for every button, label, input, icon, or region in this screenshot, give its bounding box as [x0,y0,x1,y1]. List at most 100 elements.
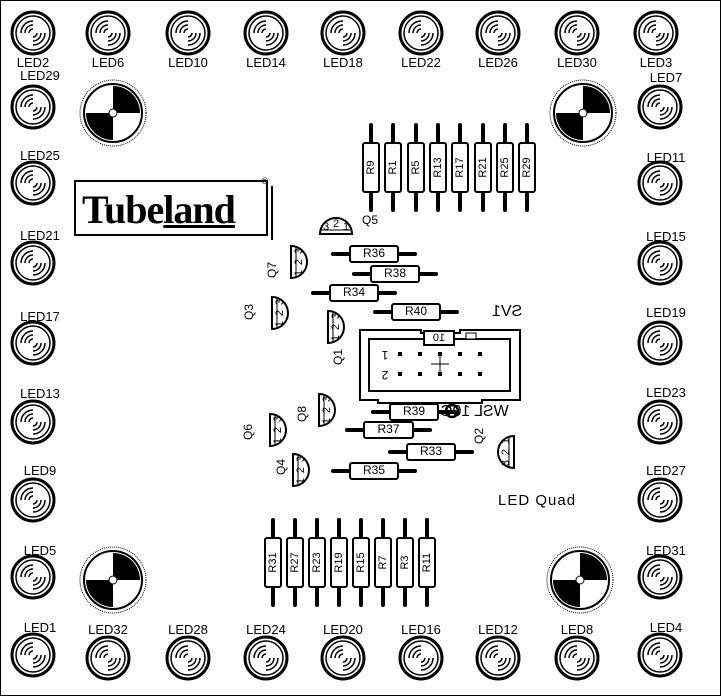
led-arc [564,20,578,34]
led-arc [651,413,661,423]
led-arc [655,495,661,501]
led-icon [243,10,289,56]
led-arc [95,20,109,34]
led-label-led20: LED20 [323,622,363,637]
transistor-body [292,452,310,488]
resistor-body [370,265,420,283]
led-icon [10,477,56,523]
led-arc [576,32,586,42]
led-label-led22: LED22 [401,55,441,70]
led-ring [15,482,51,518]
resistor-label: R29 [521,157,533,177]
LED12-footprint [475,635,521,681]
led-arc [32,262,42,272]
led-arc [28,650,34,656]
led-icon [10,10,56,56]
led-ring [170,15,206,51]
resistor-r23: R23 [308,518,326,607]
transistor-label: Q6 [241,424,255,440]
led-arc [655,178,661,184]
led-arc [489,24,499,34]
resistor-r3: R3 [396,518,414,607]
resistor-r37: R37 [345,421,432,439]
transistor-label: Q7 [265,262,279,278]
led-label-led11: LED11 [646,150,686,165]
led-arc [651,334,661,344]
led-ring [325,640,361,676]
led-arc [32,262,38,268]
led-arc [265,32,279,46]
led-arc [420,32,426,38]
led-arc [24,568,34,578]
LED21-footprint [10,240,56,286]
mounting-hole [79,79,147,147]
led-arc [261,28,267,34]
led-arc [24,174,34,184]
LED3-footprint [633,10,679,56]
led-arc [655,417,661,423]
led-arc [32,576,46,590]
led-arc [564,645,578,659]
led-arc [32,342,38,348]
led-arc [107,657,121,671]
led-arc [659,262,665,268]
led-arc [655,338,661,344]
transistor-label: Q4 [274,459,288,475]
resistor-label: R1 [387,160,399,174]
led-arc [420,657,426,663]
led-arc [576,657,590,671]
pin-label: 1 [293,270,305,276]
pin-label: 2 [272,427,284,433]
resistor-r27: R27 [286,518,304,607]
led-arc [20,170,34,184]
LED5-footprint [10,554,56,600]
led-label-led18: LED18 [323,55,363,70]
resistor-body [391,303,441,321]
resistor-body [362,142,380,193]
led-arc [334,24,344,34]
led-ring [642,637,678,673]
led-arc [420,32,430,42]
led-arc [647,487,661,501]
pin-label: 3 [274,299,286,305]
resistor-body [384,142,402,193]
led-arc [655,650,661,656]
pin [398,372,402,376]
led-arc [659,262,669,272]
resistor-body [374,537,392,588]
led-ring [642,245,678,281]
led-ring [642,404,678,440]
led-label-led9: LED9 [23,463,57,478]
pin-label: 3 [272,416,284,422]
resistor-r11: R11 [418,518,436,607]
pin-label: 3 [323,221,329,233]
led-icon [637,84,683,130]
led-ring [480,15,516,51]
led-label-led6: LED6 [91,55,125,70]
LED32-footprint [85,635,131,681]
led-arc [32,342,42,352]
LED22-footprint [398,10,444,56]
led-icon [10,320,56,366]
resistor-r38: R38 [352,265,438,283]
hole-quadrant [113,553,140,580]
resistor-label: R5 [410,160,422,174]
led-icon [475,635,521,681]
led-arc [265,657,275,667]
transistor-label: Q3 [242,304,256,320]
led-arc [651,491,661,501]
led-arc [330,20,344,34]
led-arc [175,20,189,34]
resistor-r35: R35 [331,462,417,480]
mounting-hole [549,79,617,147]
led-arc [253,20,267,34]
led-arc [28,28,34,34]
led-arc [647,642,661,656]
led-arc [647,24,657,34]
led-arc [659,576,673,590]
transistor-body [290,244,308,280]
